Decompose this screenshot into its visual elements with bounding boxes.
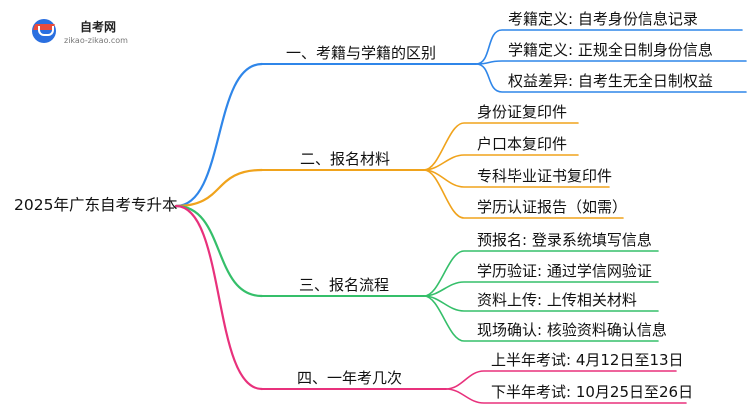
branch-2-item-1-connector xyxy=(423,122,579,171)
branch-3-item-1: 预报名: 登录系统填写信息 xyxy=(477,231,652,249)
branch-3-item-2: 学历验证: 通过学信网验证 xyxy=(477,262,652,280)
branch-1-item-1-connector xyxy=(475,29,743,65)
branch-3-item-3: 资料上传: 上传相关材料 xyxy=(477,291,637,309)
branch-4-label: 四、一年考几次 xyxy=(297,369,403,387)
branch-2-item-3: 专科毕业证书复印件 xyxy=(477,167,613,185)
branch-2-item-1: 身份证复印件 xyxy=(477,103,568,121)
branch-1-item-2-connector xyxy=(475,60,747,65)
branch-2-label: 二、报名材料 xyxy=(300,150,391,168)
root-to-branch-4-connector xyxy=(174,204,264,391)
root-to-branch-2-connector xyxy=(174,168,264,208)
root-node: 2025年广东自考专升本 xyxy=(14,196,178,214)
logo-name: 自考网 xyxy=(80,20,117,34)
branch-3-item-4-connector xyxy=(423,295,659,342)
branch-2-item-2: 户口本复印件 xyxy=(477,135,568,153)
branch-3-label: 三、报名流程 xyxy=(299,276,390,294)
branch-2-item-2-connector xyxy=(423,154,579,171)
branch-3-item-2-connector xyxy=(423,281,659,297)
root-to-branch-3-connector xyxy=(174,204,264,298)
branch-1-item-3-connector xyxy=(475,63,747,93)
graduation-cap-icon xyxy=(32,19,56,43)
logo-url: zikao-zikao.com xyxy=(64,36,128,45)
branch-1-item-3: 权益差异: 自考生无全日制权益 xyxy=(508,72,713,90)
branch-1-item-2: 学籍定义: 正规全日制身份信息 xyxy=(508,41,713,59)
branch-1-label: 一、考籍与学籍的区别 xyxy=(286,44,437,62)
branch-2-item-4-connector xyxy=(423,169,624,219)
branch-4-item-2-connector xyxy=(445,388,687,404)
branch-4-item-1: 上半年考试: 4月12日至13日 xyxy=(491,351,684,369)
branch-3-item-4: 现场确认: 核验资料确认信息 xyxy=(477,321,667,339)
branch-4-item-1-connector xyxy=(445,370,677,390)
branch-2-item-4: 学历认证报告（如需） xyxy=(477,198,628,216)
branch-4-item-2: 下半年考试: 10月25日至26日 xyxy=(491,383,694,401)
root-to-branch-1-connector xyxy=(174,62,264,208)
site-logo: 自考网 zikao-zikao.com xyxy=(32,16,142,50)
branch-3-item-1-connector xyxy=(423,250,659,297)
branch-1-item-1: 考籍定义: 自考身份信息记录 xyxy=(508,10,698,28)
